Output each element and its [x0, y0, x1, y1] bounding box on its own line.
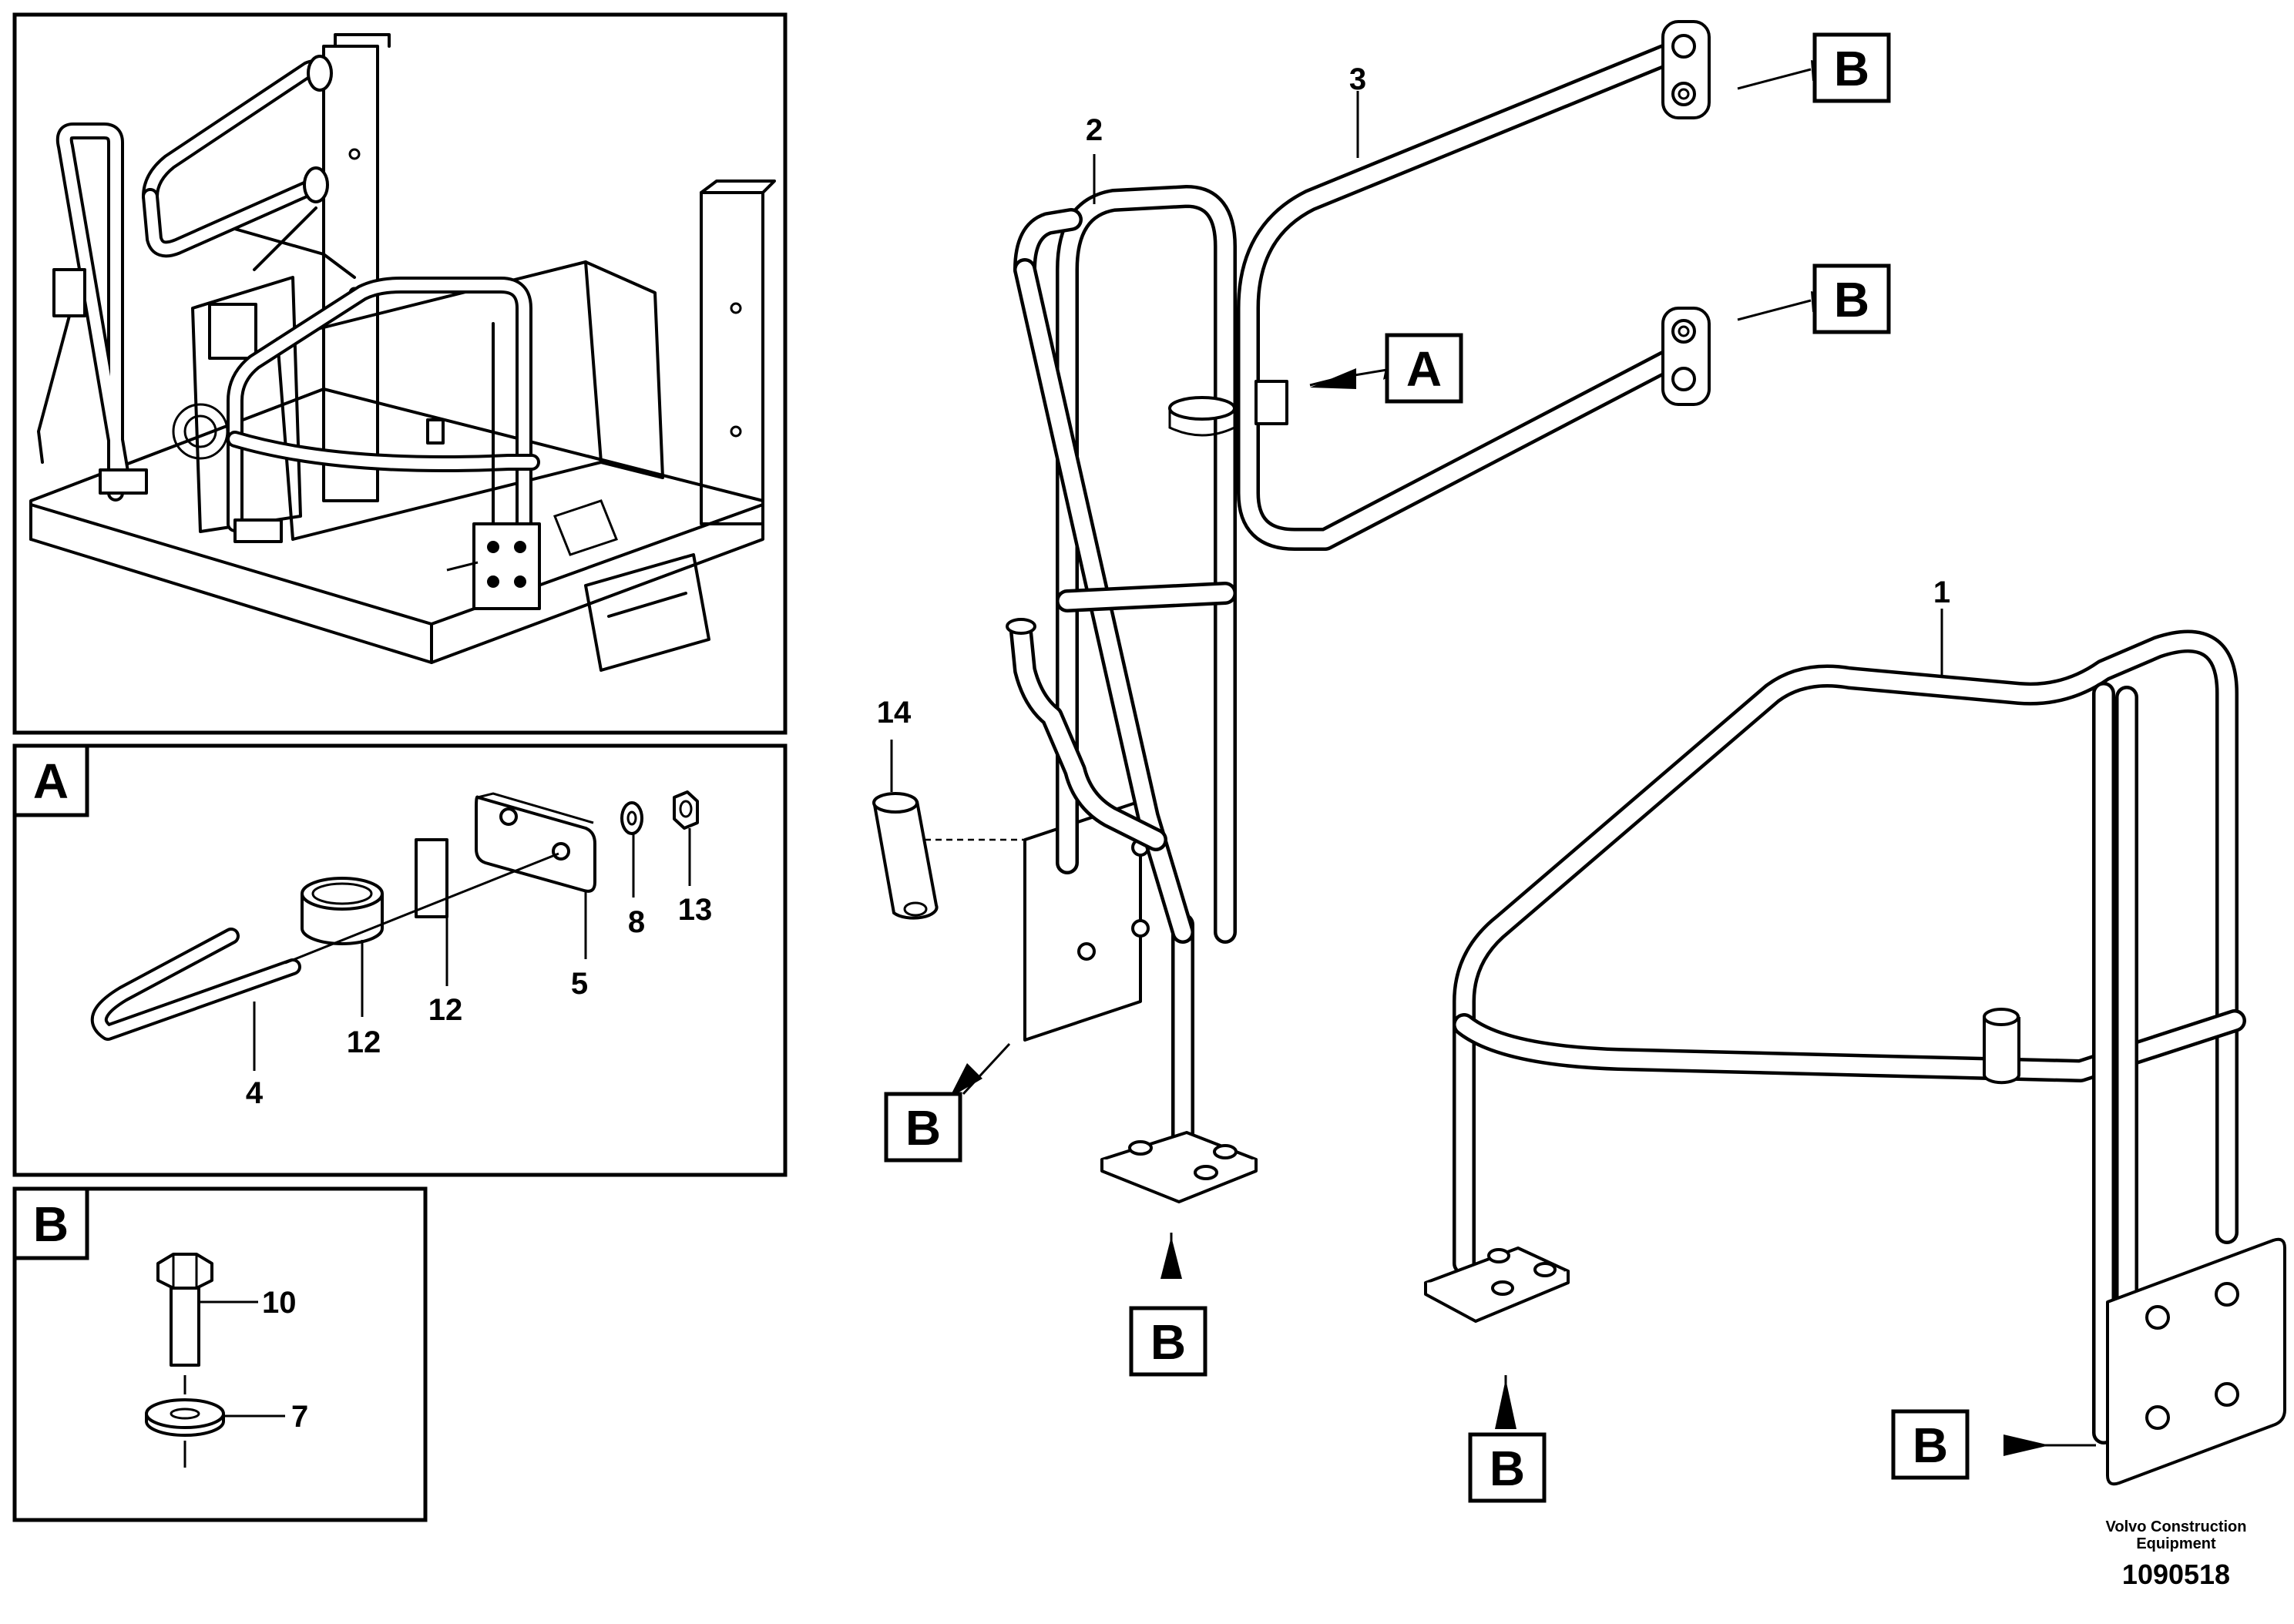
callout-b-4: B [1129, 1306, 1207, 1377]
label-part-12-ring: 12 [347, 1025, 381, 1059]
label-part-10: 10 [262, 1286, 297, 1320]
nut [673, 790, 699, 830]
handrail-part-2 [1006, 185, 1288, 1203]
label-part-13: 13 [678, 893, 713, 927]
label-part-3: 3 [1349, 62, 1366, 96]
label-part-5: 5 [571, 967, 588, 1001]
washer [620, 801, 643, 835]
grab-rail-part-3 [1237, 20, 1711, 551]
side-mount-plate [1023, 800, 1142, 1042]
rear-plate-part-1 [2106, 1237, 2286, 1486]
company-line-1: Volvo Construction [2106, 1518, 2247, 1535]
svg-text:B: B [1490, 1441, 1525, 1496]
detail-b-panel: B 10 7 [12, 1186, 428, 1522]
detail-b-tag-box [12, 1186, 89, 1260]
footer-credit: Volvo Construction Equipment 1090518 [2106, 1518, 2247, 1590]
callout-arrows [949, 60, 2096, 1456]
label-part-1: 1 [1933, 575, 1950, 609]
detail-a-tag-box [12, 743, 89, 817]
svg-text:B: B [1834, 272, 1869, 327]
hex-bolt [156, 1253, 213, 1367]
rail-post [1983, 1008, 2020, 1085]
foot-plate [1100, 1131, 1258, 1203]
svg-text:B: B [1834, 41, 1869, 96]
spacer-ring [301, 877, 384, 945]
callout-b-6: B [1891, 1409, 1970, 1480]
overview-panel [12, 12, 788, 735]
label-part-7: 7 [291, 1400, 308, 1434]
cap-part-14 [872, 740, 1025, 920]
callout-a: A [1385, 333, 1463, 404]
label-part-14: 14 [877, 696, 912, 730]
label-part-4: 4 [246, 1076, 264, 1110]
callout-b-3: B [884, 1092, 962, 1163]
detail-a-parts [90, 790, 699, 1071]
label-part-8: 8 [628, 905, 645, 939]
callout-b-1: B [1812, 32, 1891, 103]
svg-text:B: B [1150, 1314, 1186, 1370]
detail-b-parts [145, 1253, 285, 1468]
detail-a-panel: A [12, 743, 788, 1177]
mount-plate-upper [1661, 20, 1711, 119]
company-line-2: Equipment [2136, 1535, 2216, 1552]
svg-text:B: B [905, 1100, 941, 1156]
label-part-2: 2 [1086, 113, 1103, 147]
svg-text:A: A [1406, 341, 1442, 397]
callout-b-5: B [1468, 1432, 1547, 1503]
mount-plate-lower [1661, 307, 1711, 406]
foot-plate-part-1 [1424, 1247, 1570, 1323]
svg-text:B: B [1913, 1418, 1948, 1473]
flat-washer [145, 1398, 225, 1437]
label-part-12-pad: 12 [428, 993, 463, 1027]
drawing-number: 1090518 [2122, 1559, 2230, 1590]
detail-a-tag: A [33, 753, 69, 809]
main-exploded-view [872, 20, 2286, 1486]
callout-b-2: B [1812, 263, 1891, 334]
handrail-part-1 [1424, 629, 2286, 1486]
clamp-plate [475, 792, 596, 893]
overview-cab-illustration [29, 33, 776, 672]
detail-b-tag: B [33, 1196, 69, 1252]
